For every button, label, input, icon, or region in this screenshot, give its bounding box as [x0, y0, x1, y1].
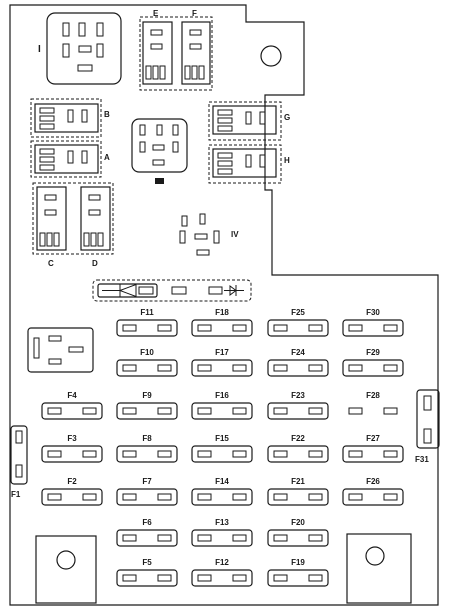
relay-label-h: H [284, 156, 290, 165]
fuse-f5[interactable]: F5 [116, 558, 178, 587]
fuse-label-f27: F27 [366, 434, 380, 443]
fuse-label-f16: F16 [215, 391, 229, 400]
fuse-f28[interactable]: F28 [348, 391, 398, 415]
fuse-f6[interactable]: F6 [116, 518, 178, 547]
fuse-f18[interactable]: F18 [191, 308, 253, 337]
fuse-label-f20: F20 [291, 518, 305, 527]
fuse-f4[interactable]: F4 [41, 391, 103, 420]
relay-label-d: D [92, 259, 98, 268]
relay-label-iv: IV [231, 230, 239, 239]
fuse-f29[interactable]: F29 [342, 348, 404, 377]
mounting-block-left [35, 535, 97, 604]
fuse-f2[interactable]: F2 [41, 477, 103, 506]
fuse-label-f11: F11 [140, 308, 154, 317]
fuse-label-f7: F7 [142, 477, 152, 486]
fuse-f19[interactable]: F19 [267, 558, 329, 587]
fuse-label-f8: F8 [142, 434, 152, 443]
fuse-label-f10: F10 [140, 348, 154, 357]
relay-label-f: F [192, 9, 197, 18]
fuse-f25[interactable]: F25 [267, 308, 329, 337]
fuse-label-f9: F9 [142, 391, 152, 400]
fuse-label-f30: F30 [366, 308, 380, 317]
fuse-label-f17: F17 [215, 348, 229, 357]
fuse-f8[interactable]: F8 [116, 434, 178, 463]
fuse-label-f24: F24 [291, 348, 305, 357]
fuse-label-f6: F6 [142, 518, 152, 527]
fuse-label-f1: F1 [11, 490, 21, 499]
fuse-f15[interactable]: F15 [191, 434, 253, 463]
fuse-label-f19: F19 [291, 558, 305, 567]
relay-label-c: C [48, 259, 54, 268]
fuse-f13[interactable]: F13 [191, 518, 253, 547]
fuse-label-f12: F12 [215, 558, 229, 567]
fuse-label-f5: F5 [142, 558, 152, 567]
fuse-f12[interactable]: F12 [191, 558, 253, 587]
relay-iii [131, 118, 188, 184]
relay-iv: IV [179, 213, 239, 256]
fuse-f1[interactable]: F1 [10, 425, 28, 499]
fuse-label-f15: F15 [215, 434, 229, 443]
fuse-f30[interactable]: F30 [342, 308, 404, 337]
relay-ef: E F [139, 9, 213, 91]
fuse-f31[interactable]: F31 [415, 389, 440, 464]
fuse-f10[interactable]: F10 [116, 348, 178, 377]
relay-label-a: A [104, 153, 110, 162]
fuse-label-f29: F29 [366, 348, 380, 357]
fuse-label-f2: F2 [67, 477, 77, 486]
fuse-f26[interactable]: F26 [342, 477, 404, 506]
relay-b: B [30, 98, 110, 138]
fuse-f3[interactable]: F3 [41, 434, 103, 463]
fuse-label-f26: F26 [366, 477, 380, 486]
fuse-label-f28: F28 [366, 391, 380, 400]
relay-ii [27, 327, 94, 373]
relay-label-g: G [284, 113, 290, 122]
relay-cd: C D [32, 182, 114, 268]
fuse-box-outline [9, 4, 439, 606]
relay-g: G [208, 101, 290, 141]
fuse-label-f21: F21 [291, 477, 305, 486]
fuse-label-f22: F22 [291, 434, 305, 443]
fuse-f21[interactable]: F21 [267, 477, 329, 506]
relay-label-i: I [38, 44, 41, 55]
relay-a: A [30, 140, 110, 178]
fuse-label-f25: F25 [291, 308, 305, 317]
fuse-label-f14: F14 [215, 477, 229, 486]
fuse-f14[interactable]: F14 [191, 477, 253, 506]
mounting-block-right [346, 533, 412, 604]
fuse-f9[interactable]: F9 [116, 391, 178, 420]
fuse-f24[interactable]: F24 [267, 348, 329, 377]
fuse-label-f23: F23 [291, 391, 305, 400]
relay-h: H [208, 144, 290, 184]
relay-iii-marker [155, 178, 164, 184]
fuse-f23[interactable]: F23 [267, 391, 329, 420]
fuse-label-f31: F31 [415, 455, 429, 464]
mounting-bolt-top [260, 45, 282, 67]
fuse-label-f3: F3 [67, 434, 77, 443]
fuse-label-f13: F13 [215, 518, 229, 527]
relay-i: I [38, 12, 122, 85]
fuse-f7[interactable]: F7 [116, 477, 178, 506]
fuse-f17[interactable]: F17 [191, 348, 253, 377]
relay-label-b: B [104, 110, 110, 119]
fuse-f27[interactable]: F27 [342, 434, 404, 463]
fuse-f16[interactable]: F16 [191, 391, 253, 420]
fuse-label-f4: F4 [67, 391, 77, 400]
fuse-f11[interactable]: F11 [116, 308, 178, 337]
fuse-f20[interactable]: F20 [267, 518, 329, 547]
fuse-label-f18: F18 [215, 308, 229, 317]
diode-strip [92, 279, 252, 302]
relay-label-e: E [153, 9, 159, 18]
fuse-f22[interactable]: F22 [267, 434, 329, 463]
